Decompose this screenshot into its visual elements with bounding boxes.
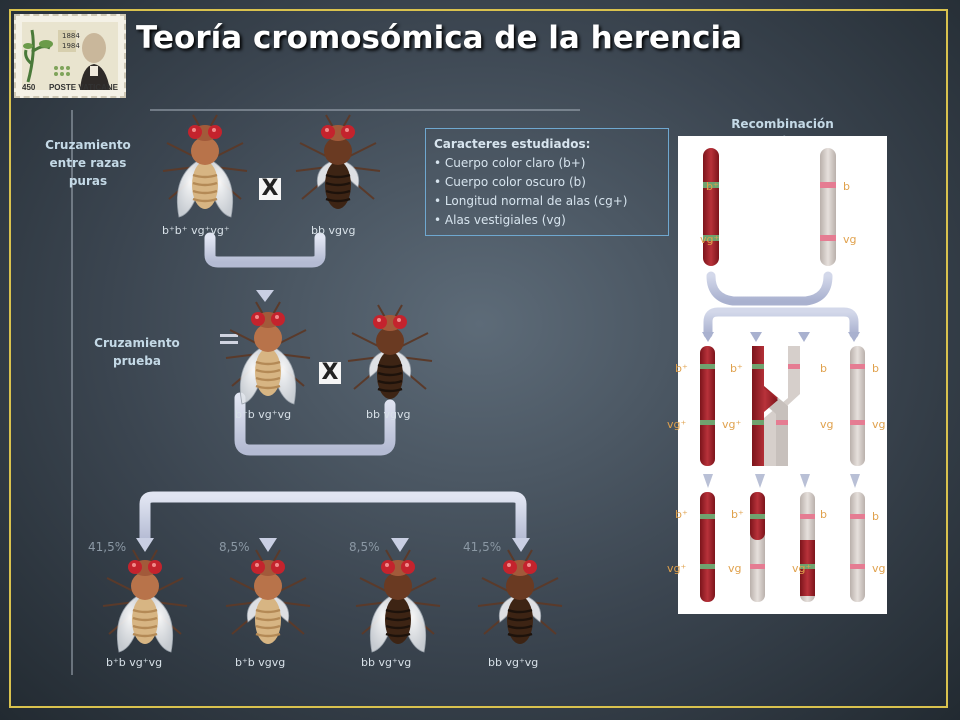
top-chromosome-b-plus [703,148,719,266]
middle-chromatid-1 [700,346,715,466]
allele-mid-vg-3: vg [820,418,834,431]
traits-info-box: Caracteres estudiados: Cuerpo color clar… [425,128,669,236]
offspring-pct-3: 8,5% [349,540,380,554]
offspring-genotype-4: bb vg⁺vg [488,656,539,669]
parent-right-genotype: bb vgvg [311,224,356,237]
cross-symbol-2: X [319,362,341,384]
fly-parent-wild [162,114,248,218]
offspring-pct-4: 41,5% [463,540,502,554]
middle-chromatid-crossover [752,346,800,466]
allele-mid-b-3: b [820,362,827,375]
stamp-year-1: 1884 [62,32,80,40]
stamp-country: POSTE VATICANE [48,83,118,92]
allele-bot-vg-2: vg [728,562,742,575]
label-test-cross: Cruzamiento prueba [94,336,180,368]
offspring-genotype-2: b⁺b vgvg [235,656,286,669]
slide-frame [9,9,948,708]
allele-mid-vg-2: vg⁺ [722,418,742,431]
stamp-year-2: 1984 [62,42,80,50]
allele-bot-b-3: b [820,508,827,521]
offspring-pct-2: 8,5% [219,540,250,554]
allele-bot-vg-3: vg⁺ [792,562,812,575]
recombination-pipe [703,271,859,339]
allele-mid-vg-1: vg⁺ [667,418,687,431]
fly-offspring-3 [355,549,441,653]
cross-symbol-1: X [259,178,281,200]
chromosome-diagram [700,148,865,602]
offspring-genotype-3: bb vg⁺vg [361,656,412,669]
fly-offspring-4 [477,549,563,644]
trait-item: Cuerpo color oscuro (b) [434,173,660,192]
fly-test-mutant [347,304,433,399]
trait-item: Cuerpo color claro (b+) [434,154,660,173]
middle-chromatid-4 [850,346,865,466]
allele-bot-b-1: b⁺ [675,508,688,521]
allele-bot-b-2: b⁺ [731,508,744,521]
parent-left-genotype: b⁺b⁺ vg⁺vg⁺ [162,224,230,237]
allele-bot-vg-1: vg⁺ [667,562,687,575]
cross-pipes [139,232,527,546]
fly-offspring-2 [225,549,311,644]
offspring-pct-1: 41,5% [88,540,127,554]
allele-top-left-b: b⁺ [706,180,719,193]
allele-mid-b-2: b⁺ [730,362,743,375]
trait-item: Alas vestigiales (vg) [434,211,660,230]
equals-sign [220,334,238,344]
mendel-stamp: 1884 1984 450 POSTE VATICANE [14,14,126,98]
allele-top-right-vg: vg [843,233,857,246]
test-left-genotype: b⁺b vg⁺vg [235,408,292,421]
gamete-1 [700,492,715,602]
fly-f1-heterozygous [225,301,311,405]
gamete-4 [850,492,865,602]
slide-title: Teoría cromosómica de la herencia [136,20,743,56]
allele-top-left-vg: vg⁺ [700,233,720,246]
fly-parent-mutant [295,114,381,209]
gamete-2 [750,492,765,602]
allele-mid-b-1: b⁺ [675,362,688,375]
trait-item: Longitud normal de alas (cg+) [434,192,660,211]
top-chromosome-b [820,148,836,266]
traits-heading: Caracteres estudiados: [434,137,591,151]
pipe-arrowheads [136,290,530,552]
fly-offspring-1 [102,549,188,653]
allele-bot-vg-4: vg [872,562,886,575]
recombination-panel [678,136,887,614]
test-right-genotype: bb vgvg [366,408,411,421]
allele-bot-b-4: b [872,510,879,523]
stamp-image: 1884 1984 [22,22,118,90]
allele-top-right-b: b [843,180,850,193]
label-cross-pure: Cruzamiento entre razas puras [45,138,131,188]
allele-mid-b-4: b [872,362,879,375]
stamp-value: 450 [22,83,36,92]
traits-list: Cuerpo color claro (b+) Cuerpo color osc… [434,154,660,230]
allele-mid-vg-4: vg [872,418,886,431]
offspring-genotype-1: b⁺b vg⁺vg [106,656,163,669]
gamete-3 [800,492,815,602]
